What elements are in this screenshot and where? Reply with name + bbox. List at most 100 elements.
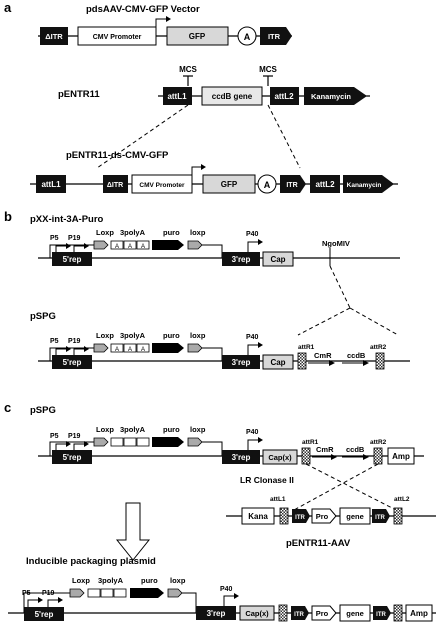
svg-text:puro: puro [141, 576, 158, 585]
svg-text:3'rep: 3'rep [232, 255, 251, 264]
svg-text:A: A [141, 244, 145, 250]
loxp-right-arrow-2 [187, 343, 203, 353]
svg-text:attL1: attL1 [167, 92, 187, 101]
svg-text:P19: P19 [68, 338, 81, 345]
rep3-box-c3 [196, 606, 236, 620]
panel-a: a pdsAAV-CMV-GFP Vector ΔITR CMV Promote… [4, 0, 398, 194]
svg-text:Cap(x): Cap(x) [245, 609, 269, 618]
puro-arrow-2 [152, 343, 184, 353]
svg-text:Cap(x): Cap(x) [268, 453, 292, 462]
capx-box [262, 449, 298, 465]
attr2-site-c [373, 447, 383, 465]
attr1-site [297, 352, 307, 370]
svg-text:5'rep: 5'rep [63, 358, 82, 367]
loxp-left-arrow [93, 240, 109, 250]
gene-box-c [339, 507, 371, 525]
cap-box: Cap [262, 251, 294, 267]
svg-text:3polyA: 3polyA [120, 331, 146, 340]
amp-box [387, 447, 415, 465]
rep5-box-c3 [24, 607, 64, 621]
svg-text:Loxp: Loxp [96, 331, 114, 340]
svg-text:ccdB: ccdB [346, 445, 365, 454]
svg-text:A: A [244, 32, 251, 42]
pspg-title: pSPG [30, 311, 56, 322]
vector-title: pdsAAV-CMV-GFP Vector [86, 4, 200, 15]
loxp-left-arrow-c [93, 437, 109, 447]
itr-box-c [292, 509, 310, 523]
panel-b-letter: b [4, 209, 12, 224]
svg-text:attL2: attL2 [315, 180, 335, 189]
svg-text:attL2: attL2 [274, 92, 294, 101]
panel-c-letter: c [4, 400, 11, 415]
prod-polya-circle: A [257, 174, 277, 194]
ccdb-gene-box: ccdB gene [201, 86, 263, 106]
svg-text:A: A [115, 244, 119, 250]
pspg-c-title: pSPG [30, 405, 56, 416]
svg-text:loxp: loxp [190, 228, 206, 237]
panel-c: c pSPG P5 P19 5'rep Loxp 3polyA puro lox… [4, 400, 436, 622]
inducible-title: Inducible packaging plasmid [26, 556, 156, 567]
svg-text:3polyA: 3polyA [120, 228, 146, 237]
svg-text:Loxp: Loxp [72, 576, 90, 585]
svg-text:Kanamycin: Kanamycin [347, 182, 382, 189]
cap-box-2 [262, 354, 294, 370]
rep5-box-c [52, 450, 92, 464]
svg-text:attL2: attL2 [394, 496, 410, 503]
loxp-right-arrow-c3 [167, 588, 183, 598]
mcs-right-marker [263, 75, 273, 86]
rep3-box-2 [222, 355, 260, 369]
svg-text:A: A [128, 347, 132, 353]
svg-text:Cap: Cap [270, 358, 285, 367]
loxp-right-arrow [187, 240, 203, 250]
svg-text:P19: P19 [68, 433, 81, 440]
prod-attl2-box: attL2 [310, 175, 340, 193]
polya-triple-boxes-c3 [87, 588, 127, 598]
svg-text:A: A [141, 347, 145, 353]
rep5-box-2: 5'rep [52, 355, 92, 369]
panel-a-letter: a [4, 0, 12, 15]
rep3-box-c [222, 450, 260, 464]
mcs-right-label: MCS [259, 65, 277, 74]
cmv-promoter-box: CMV Promoter [77, 26, 157, 46]
pentr11-title: pENTR11 [58, 89, 100, 100]
polya-circle: A [237, 26, 257, 46]
svg-text:attL1: attL1 [270, 496, 286, 503]
attl1-site-c [279, 507, 289, 525]
rep5-box: 5'rep [52, 252, 92, 266]
mcs-left-label: MCS [179, 65, 197, 74]
pro-arrow-c [311, 508, 337, 524]
svg-text:Kana: Kana [248, 512, 268, 521]
svg-text:Loxp: Loxp [96, 228, 114, 237]
prod-promoter-arrow-icon [191, 164, 206, 175]
polya-triple-boxes-c [110, 437, 150, 447]
lr-clonase-label: LR Clonase II [240, 475, 294, 485]
svg-text:ccdB gene: ccdB gene [212, 92, 253, 101]
gfp-box: GFP [166, 26, 229, 46]
prod-itr-arrow: ITR [280, 175, 306, 193]
svg-text:A: A [115, 347, 119, 353]
svg-text:Loxp: Loxp [96, 425, 114, 434]
p40-promoter-icon-2 [247, 342, 263, 355]
svg-text:attR2: attR2 [370, 344, 387, 351]
product-title: pENTR11-ds-CMV-GFP [66, 150, 169, 161]
itr-right-arrow: ITR [260, 27, 292, 45]
svg-text:3polyA: 3polyA [120, 425, 146, 434]
p40-promoter-icon [247, 239, 263, 252]
loxp-left-arrow-2 [93, 343, 109, 353]
svg-text:CMV Promoter: CMV Promoter [139, 182, 185, 189]
loxp-right-arrow-c [187, 437, 203, 447]
svg-text:3'rep: 3'rep [232, 358, 251, 367]
svg-text:A: A [128, 244, 132, 250]
attr1-site-c [301, 447, 311, 465]
puro-arrow-c3 [130, 588, 164, 598]
svg-text:loxp: loxp [190, 425, 206, 434]
svg-text:Cap: Cap [270, 255, 285, 264]
svg-text:ITR: ITR [375, 515, 385, 521]
svg-text:P40: P40 [246, 334, 259, 341]
attl2-site-c [393, 507, 403, 525]
pro-arrow-c3 [311, 605, 337, 621]
svg-text:P40: P40 [246, 429, 259, 436]
promoter-arrow-icon [155, 16, 171, 27]
itr-box-c3b [373, 606, 391, 620]
